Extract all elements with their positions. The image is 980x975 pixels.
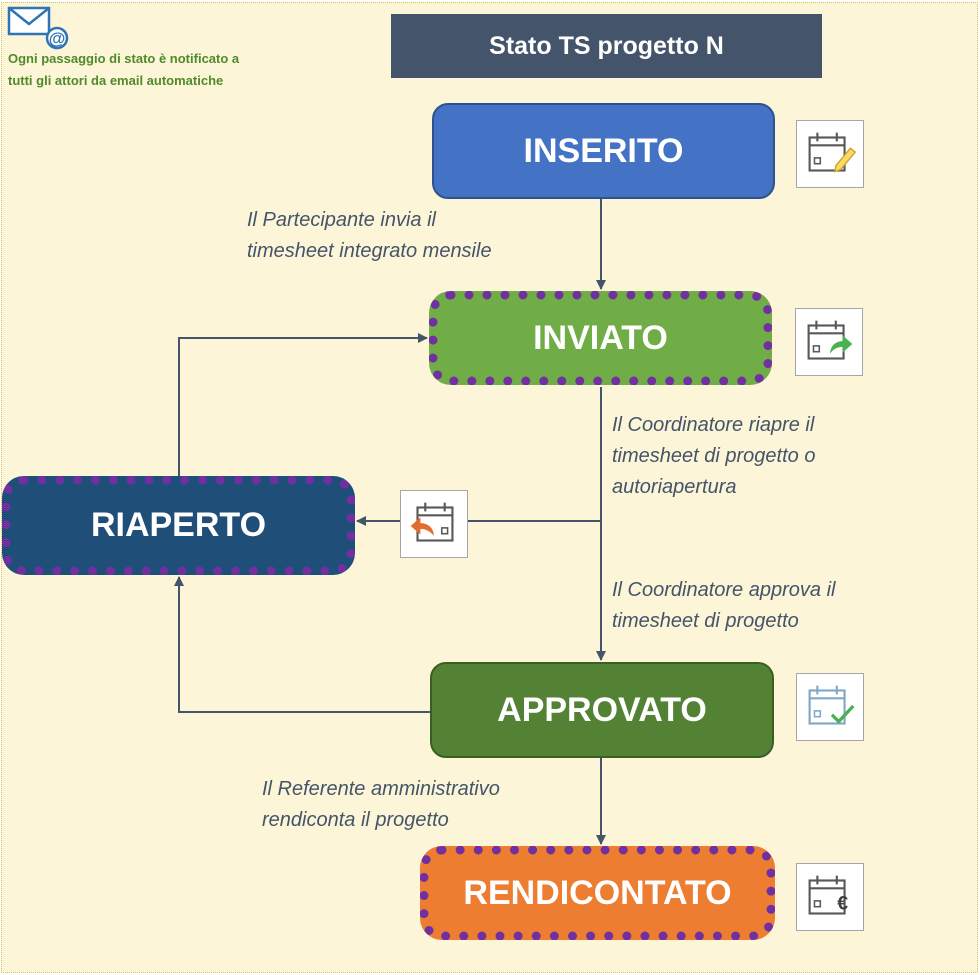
calendar-check-icon — [796, 673, 864, 741]
state-inviato: INVIATO — [429, 291, 772, 385]
calendar-send-icon — [795, 308, 863, 376]
state-riaperto: RIAPERTO — [2, 476, 355, 575]
state-approvato: APPROVATO — [430, 662, 774, 758]
label-invio-line-1: Il Partecipante invia il — [247, 209, 436, 231]
diagram-title: Stato TS progetto N — [391, 14, 822, 78]
label-approvazione-line-2: timesheet di progetto — [612, 610, 799, 632]
arrow-approvato-riaperto — [174, 576, 430, 713]
notification-note: Ogni passaggio di stato è notificato a t… — [8, 48, 348, 92]
label-riapertura-line-1: Il Coordinatore riapre il — [612, 414, 815, 436]
state-inserito: INSERITO — [432, 103, 775, 199]
svg-text:@: @ — [49, 29, 66, 48]
label-riapertura-line-3: autoriapertura — [612, 476, 737, 498]
calendar-edit-icon — [796, 120, 864, 188]
label-rendicontazione: Il Referente amministrativo rendiconta i… — [262, 774, 622, 836]
notification-line-2: tutti gli attori da email automatiche — [8, 73, 224, 88]
label-rendicontazione-line-1: Il Referente amministrativo — [262, 778, 500, 800]
notification-line-1: Ogni passaggio di stato è notificato a — [8, 51, 240, 66]
label-invio: Il Partecipante invia il timesheet integ… — [247, 205, 597, 267]
svg-text:€: € — [837, 893, 848, 915]
label-approvazione-line-1: Il Coordinatore approva il — [612, 579, 836, 601]
label-riapertura-line-2: timesheet di progetto o — [612, 445, 816, 467]
label-rendicontazione-line-2: rendiconta il progetto — [262, 809, 449, 831]
label-riapertura: Il Coordinatore riapre il timesheet di p… — [612, 410, 972, 503]
label-invio-line-2: timesheet integrato mensile — [247, 240, 492, 262]
arrow-riaperto-inviato — [178, 333, 428, 476]
label-approvazione: Il Coordinatore approva il timesheet di … — [612, 575, 972, 637]
email-at-icon: @ — [7, 6, 69, 50]
state-rendicontato: RENDICONTATO — [420, 846, 775, 940]
calendar-euro-icon: € — [796, 863, 864, 931]
calendar-reopen-icon — [400, 490, 468, 558]
